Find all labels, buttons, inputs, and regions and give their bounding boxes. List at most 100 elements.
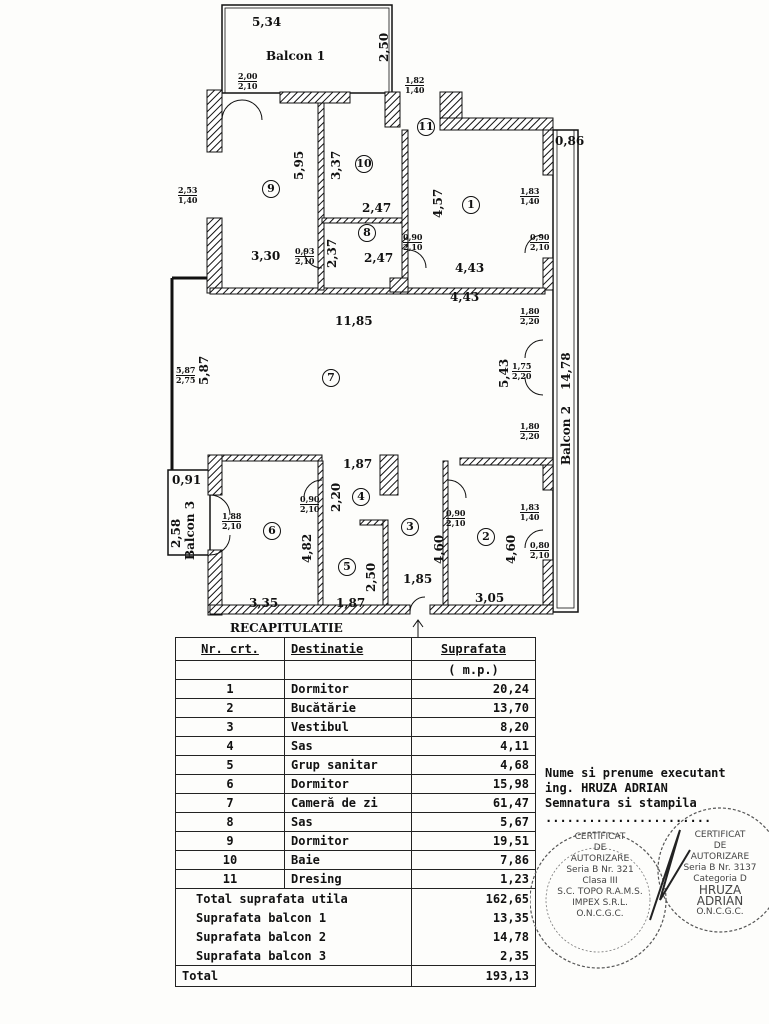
dim-label: 14,78 (559, 352, 573, 390)
total-label: Suprafata balcon 3 (175, 946, 412, 966)
dim-label: 4,43 (450, 290, 480, 304)
room-number: 3 (401, 518, 419, 536)
total-label: Suprafata balcon 1 (175, 908, 412, 927)
row-number: 9 (175, 831, 285, 851)
total-value: 162,65 (411, 888, 536, 908)
row-area: 20,24 (411, 679, 536, 699)
unit-label: ( m.p.) (411, 660, 536, 680)
row-area: 19,51 (411, 831, 536, 851)
dim-label: 0,86 (555, 134, 585, 148)
row-destination: Cameră de zi (284, 793, 412, 813)
row-number: 8 (175, 812, 285, 832)
recap-title: RECAPITULATIE (230, 621, 343, 635)
dim-label: 3,05 (475, 591, 505, 605)
row-destination: Bucătărie (284, 698, 412, 718)
stamps-drawing (530, 807, 769, 969)
row-destination: Dormitor (284, 831, 412, 851)
dim-label: 1,87 (343, 457, 373, 471)
grand-total-label: Total (175, 965, 412, 987)
header-suprafata: Suprafata (411, 637, 536, 661)
row-area: 15,98 (411, 774, 536, 794)
dim-label: 0,91 (172, 473, 202, 487)
signature-line: ....................... (545, 811, 712, 825)
room-number: 2 (477, 528, 495, 546)
dim-label: 2,47 (364, 251, 394, 265)
dim-label: 5,43 (497, 358, 511, 388)
dim-label: 3,35 (249, 596, 279, 610)
total-value: 2,35 (411, 946, 536, 966)
row-area: 5,67 (411, 812, 536, 832)
row-number: 3 (175, 717, 285, 737)
executant-label: Nume si prenume executant (545, 766, 726, 780)
executant-name: ing. HRUZA ADRIAN (545, 781, 668, 795)
row-area: 4,11 (411, 736, 536, 756)
entrance-arrow-icon (412, 619, 424, 637)
row-destination: Dresing (284, 869, 412, 889)
total-value: 14,78 (411, 927, 536, 946)
row-destination: Dormitor (284, 774, 412, 794)
row-destination: Grup sanitar (284, 755, 412, 775)
room-number: 8 (358, 224, 376, 242)
dim-label: 4,43 (455, 261, 485, 275)
row-area: 13,70 (411, 698, 536, 718)
row-number: 7 (175, 793, 285, 813)
row-destination: Sas (284, 736, 412, 756)
balcon-3-outline (167, 469, 211, 556)
header-destinatie: Destinatie (284, 637, 412, 661)
walls (206, 89, 554, 616)
grand-total-value: 193,13 (411, 965, 536, 987)
room-number: 6 (263, 522, 281, 540)
row-area: 1,23 (411, 869, 536, 889)
row-number: 2 (175, 698, 285, 718)
dim-label: 11,85 (335, 314, 373, 328)
header-nr: Nr. crt. (175, 637, 285, 661)
row-area: 7,86 (411, 850, 536, 870)
row-area: 8,20 (411, 717, 536, 737)
dim-label: 5,87 (197, 355, 211, 385)
dim-label: 4,82 (300, 533, 314, 563)
row-area: 4,68 (411, 755, 536, 775)
dim-label: 5,95 (292, 150, 306, 180)
dim-label: 2,58 (169, 518, 183, 548)
row-number: 10 (175, 850, 285, 870)
row-number: 1 (175, 679, 285, 699)
room-number: 1 (462, 196, 480, 214)
dim-label: 1,85 (403, 572, 433, 586)
dim-label: 2,50 (377, 32, 391, 62)
total-label: Total suprafata utila (175, 888, 412, 908)
row-number: 4 (175, 736, 285, 756)
dim-label: 4,60 (432, 534, 446, 564)
row-destination: Dormitor (284, 679, 412, 699)
dim-label: 4,60 (504, 534, 518, 564)
signature-block: Nume si prenume executant ing. HRUZA ADR… (545, 766, 726, 826)
room-number: 5 (338, 558, 356, 576)
dim-label: 4,57 (431, 188, 445, 218)
signature-scribble (649, 829, 691, 921)
dim-label: 3,37 (329, 150, 343, 180)
